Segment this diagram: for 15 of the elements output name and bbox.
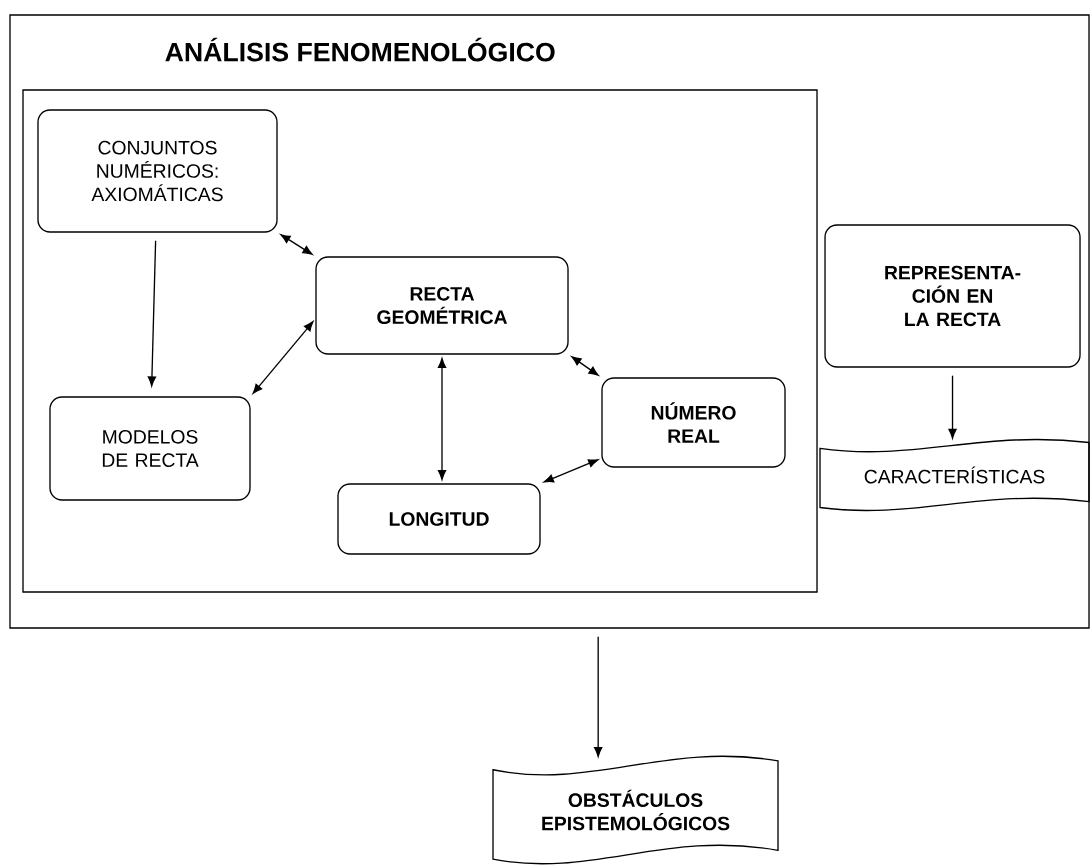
panel-box [22, 89, 818, 593]
arrow [437, 358, 447, 480]
arrow [252, 321, 314, 394]
rounded-box: NÚMERO REAL [601, 377, 786, 468]
rounded-box: MODELOS DE RECTA [49, 396, 251, 501]
rounded-box: CONJUNTOS NUMÉRICOS: AXIOMÁTICAS [37, 109, 278, 233]
rounded-box: LONGITUD [337, 483, 541, 555]
arrow [594, 636, 603, 757]
arrow [543, 459, 599, 483]
arrow [147, 240, 157, 387]
rounded-box: RECTA GEOMÉTRICA [315, 256, 569, 355]
arrow [948, 375, 957, 439]
arrow [571, 356, 599, 376]
arrow [280, 234, 313, 255]
rounded-box: REPRESENTA-CIÓN EN LA RECTA [824, 224, 1081, 368]
